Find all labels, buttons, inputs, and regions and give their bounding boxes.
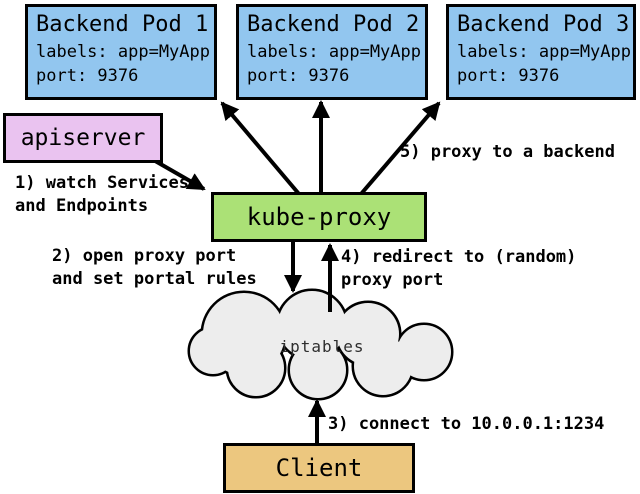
backend-pod-1-labels: labels: app=MyApp <box>36 42 210 62</box>
step5-label: 5) proxy to a backend <box>400 142 615 162</box>
backend-pod-3-title: Backend Pod 3 <box>457 12 630 37</box>
step4-label: 4) redirect to (random) proxy port <box>341 247 577 290</box>
apiserver-label: apiserver <box>20 125 146 151</box>
backend-pod-3-port: port: 9376 <box>457 66 560 86</box>
backend-pod-1-title: Backend Pod 1 <box>36 12 209 37</box>
client-box: Client <box>223 443 415 493</box>
arrow-step5-kubeproxy-to-pod1 <box>220 101 301 196</box>
backend-pod-2-box: Backend Pod 2 labels: app=MyApp port: 93… <box>236 4 428 100</box>
iptables-label: iptables <box>279 337 365 356</box>
apiserver-box: apiserver <box>3 113 163 163</box>
backend-pod-3-labels: labels: app=MyApp <box>457 42 631 62</box>
iptables-cloud <box>187 288 454 401</box>
backend-pod-1-box: Backend Pod 1 labels: app=MyApp port: 93… <box>25 4 217 100</box>
kube-proxy-label: kube-proxy <box>246 203 392 231</box>
arrow-step5-kubeproxy-to-pod3 <box>359 101 441 196</box>
backend-pod-2-labels: labels: app=MyApp <box>247 42 421 62</box>
step1-label: 1) watch Services and Endpoints <box>15 173 189 216</box>
backend-pod-1-port: port: 9376 <box>36 66 139 86</box>
step2-label: 2) open proxy port and set portal rules <box>52 246 257 289</box>
step3-label: 3) connect to 10.0.0.1:1234 <box>328 414 605 434</box>
backend-pod-2-title: Backend Pod 2 <box>247 12 420 37</box>
client-label: Client <box>275 454 363 482</box>
backend-pod-3-box: Backend Pod 3 labels: app=MyApp port: 93… <box>446 4 636 100</box>
kube-proxy-box: kube-proxy <box>211 192 427 242</box>
arrow-step1-apiserver-to-kubeproxy <box>149 156 206 191</box>
backend-pod-2-port: port: 9376 <box>247 66 350 86</box>
